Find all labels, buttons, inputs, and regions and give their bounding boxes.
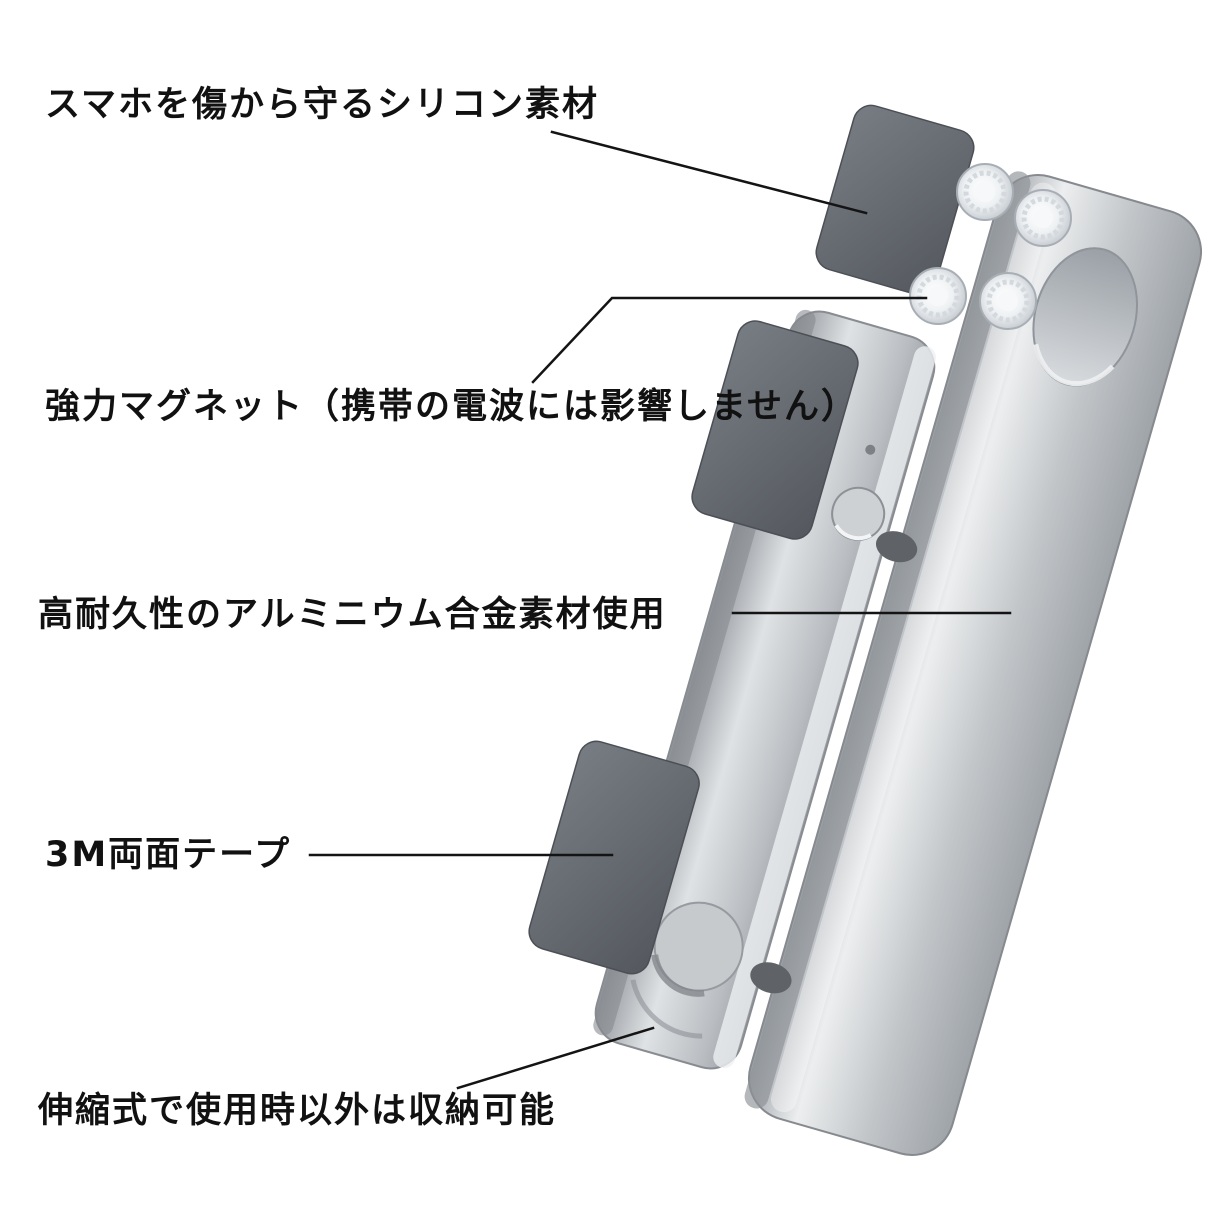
magnet-2 bbox=[1014, 189, 1072, 247]
magnet-1 bbox=[956, 163, 1014, 221]
slider-pin-bottom bbox=[750, 962, 792, 994]
label-3m-tape: 3M両面テープ bbox=[45, 835, 292, 875]
label-telescopic-storage: 伸縮式で使用時以外は収納可能 bbox=[38, 1091, 557, 1131]
leader-line-magnet bbox=[531, 296, 928, 384]
magnet-3 bbox=[909, 267, 967, 325]
label-strong-magnet: 強力マグネット（携帯の電波には影響しません） bbox=[45, 387, 858, 427]
slider-pin-top bbox=[875, 531, 918, 563]
leader-lines bbox=[308, 130, 1012, 1090]
silicone-pad-bottom bbox=[528, 740, 700, 975]
magnet-group bbox=[909, 163, 1072, 330]
leader-line-silicone bbox=[550, 130, 868, 215]
label-aluminum-alloy: 高耐久性のアルミニウム合金素材使用 bbox=[38, 595, 667, 635]
label-silicone-material: スマホを傷から守るシリコン素材 bbox=[45, 85, 599, 125]
leader-line-telescopic bbox=[456, 1026, 655, 1090]
aluminum-back-plate bbox=[744, 171, 1203, 1157]
silicone-pad-middle bbox=[691, 320, 859, 540]
magnet-4 bbox=[979, 272, 1037, 330]
silicone-pad-top bbox=[815, 104, 975, 296]
alignment-dot bbox=[865, 444, 876, 455]
